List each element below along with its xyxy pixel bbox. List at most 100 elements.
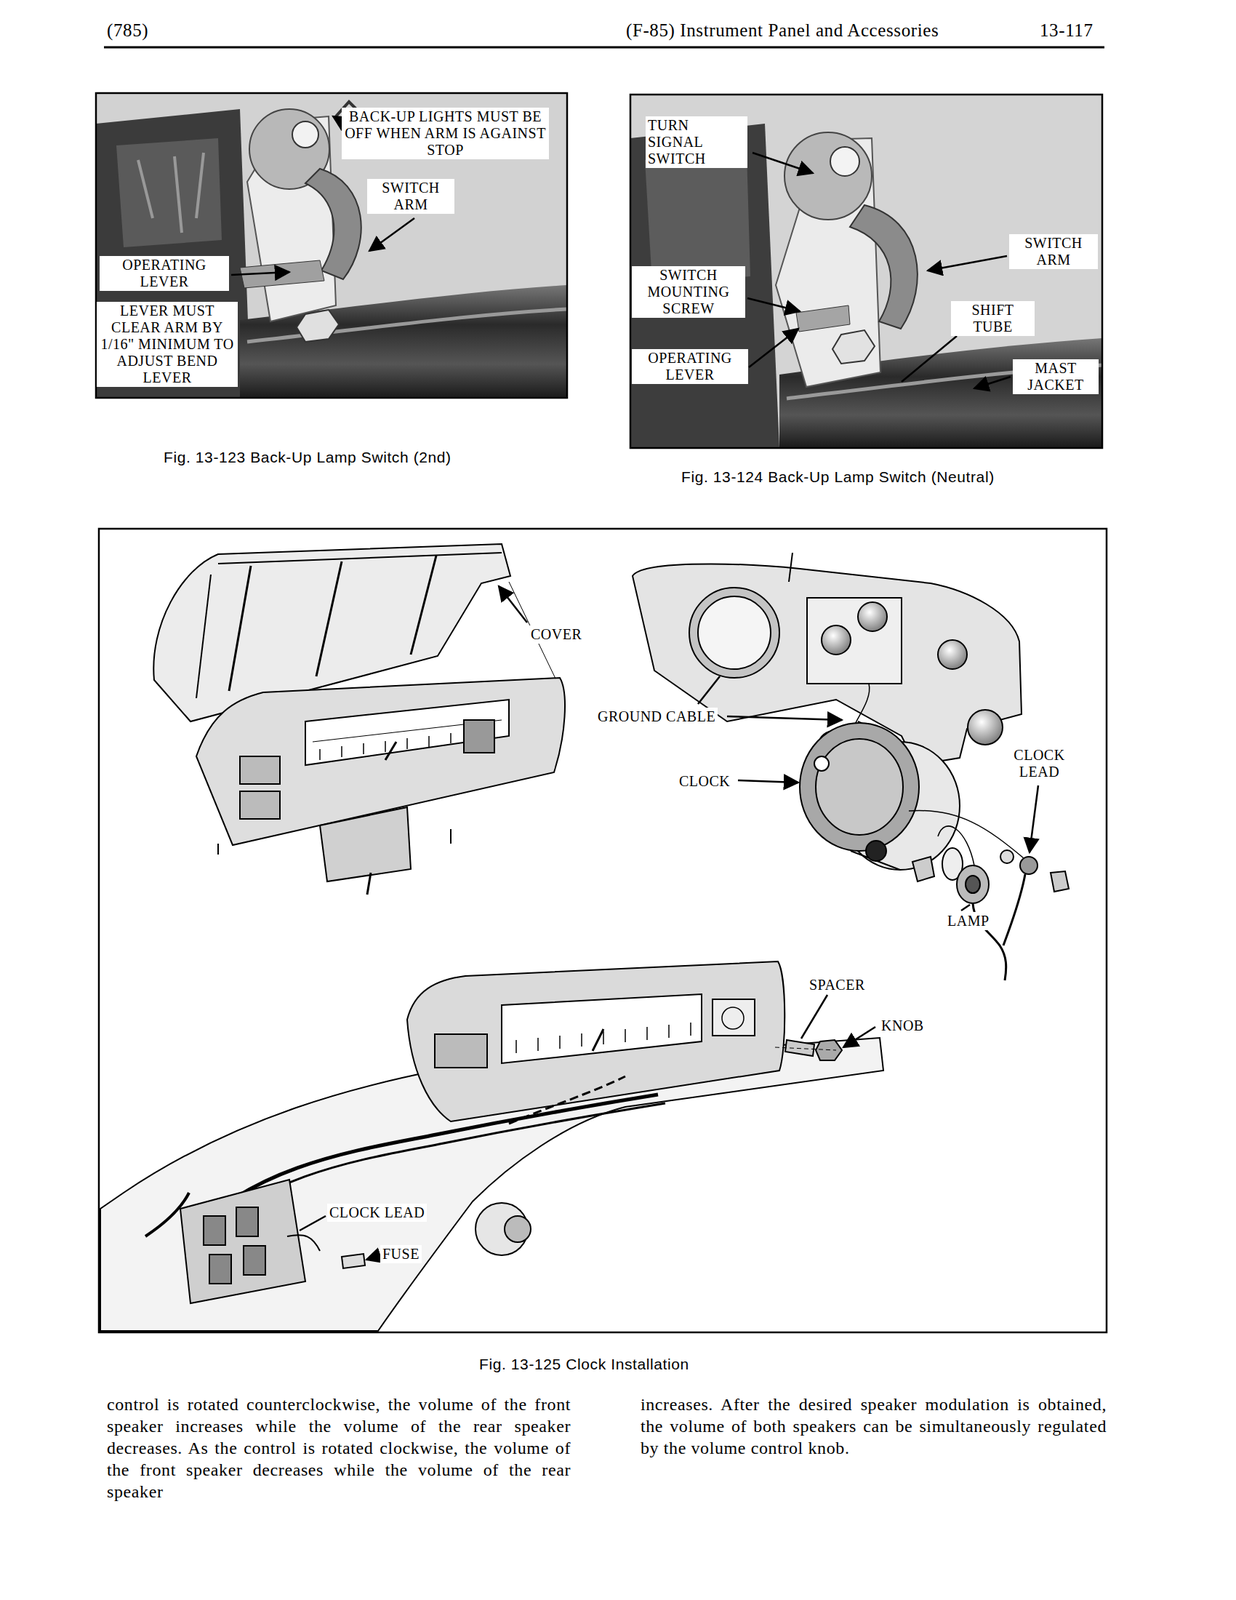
clock-installation-drawing — [624, 1028, 626, 1042]
clock-installation-drawing — [319, 807, 411, 882]
clock-installation-drawing — [515, 1039, 517, 1053]
clock-installation-drawing — [602, 1030, 605, 1045]
clock-installation-drawing — [362, 743, 365, 754]
clock-installation-drawing — [450, 732, 452, 744]
clock-installation-drawing — [1000, 849, 1014, 864]
clock-installation-drawing — [434, 1033, 488, 1068]
clock-installation-drawing — [814, 756, 829, 771]
clock-installation-drawing — [217, 843, 219, 855]
clock-installation-drawing — [406, 737, 408, 749]
body-text: control is rotated counterclockwise, the… — [106, 1393, 571, 1503]
backup-switch-photo — [95, 93, 568, 398]
figure-caption: Fig. 13-123 Back-Up Lamp Switch (2nd) — [163, 448, 452, 467]
leader-line — [747, 152, 1011, 389]
clock-installation-drawing — [854, 683, 870, 726]
backup-switch-photo — [138, 152, 204, 233]
clock-installation-drawing — [956, 865, 989, 904]
backup-switch-photo — [630, 123, 780, 448]
callout-label: BACK-UP LIGHTS MUST BE OFF WHEN ARM IS A… — [341, 107, 549, 160]
clock-installation-drawing — [580, 1033, 583, 1047]
leader-line — [299, 1215, 326, 1231]
clock-installation-drawing — [501, 993, 702, 1063]
callout-label: TURN SIGNAL SWITCH — [645, 116, 748, 168]
clock-installation-drawing — [340, 745, 343, 757]
backup-switch-photo — [796, 305, 850, 332]
leader-line — [231, 271, 290, 275]
callout-label: CLOCK — [676, 772, 733, 791]
clock-installation-drawing — [937, 825, 975, 866]
leader-line — [843, 1026, 876, 1047]
backup-switch-photo — [630, 94, 1103, 448]
page-number: (785) — [106, 20, 149, 41]
callout-label: KNOB — [879, 1016, 927, 1035]
leader-line — [747, 298, 800, 312]
clock-installation-drawing — [865, 840, 887, 861]
clock-installation-drawing — [592, 1028, 604, 1051]
clock-installation-drawing — [319, 748, 321, 760]
clock-installation-drawing — [807, 597, 902, 684]
leader-line — [974, 376, 1011, 389]
backup-switch-photo — [630, 94, 1103, 448]
clock-installation-drawing — [721, 1006, 744, 1029]
clock-installation-drawing — [428, 735, 430, 747]
clock-installation-drawing — [815, 738, 904, 835]
callout-label: SWITCH ARM — [367, 178, 455, 214]
clock-installation-drawing — [203, 1215, 226, 1245]
callout-label: CLOCK LEAD — [327, 1203, 427, 1222]
callout-label: COVER — [528, 625, 584, 644]
clock-installation-drawing — [229, 555, 437, 691]
clock-installation-drawing — [912, 856, 935, 882]
clock-installation-drawing — [145, 1192, 190, 1236]
clock-installation-drawing — [1050, 871, 1069, 892]
backup-switch-photo — [95, 93, 568, 398]
leader-line — [748, 328, 799, 368]
backup-switch-photo — [832, 330, 875, 364]
clock-installation-drawing — [305, 699, 509, 765]
clock-installation-drawing — [180, 1179, 306, 1303]
figure-frame — [98, 528, 1107, 1332]
callout-label: GROUND CABLE — [595, 707, 718, 726]
callout-label: CLOCK LEAD — [997, 745, 1082, 781]
clock-installation-drawing — [689, 1022, 692, 1036]
callout-label: LAMP — [945, 911, 992, 930]
clock-installation-drawing — [385, 741, 397, 760]
clock-installation-drawing — [384, 740, 387, 752]
section-number: 13-117 — [1039, 20, 1094, 41]
callout-label: OPERATING LEVER — [631, 348, 749, 384]
clock-installation-drawing — [243, 1245, 266, 1275]
clock-installation-drawing — [668, 1024, 670, 1038]
callout-label: SPACER — [807, 975, 868, 994]
clock-installation-drawing — [697, 596, 771, 669]
clock-installation-drawing — [239, 791, 280, 819]
clock-installation-drawing — [209, 1254, 232, 1284]
leader-line — [299, 586, 1039, 1260]
page-header: (F-85) Instrument Panel and Accessories — [625, 20, 939, 41]
clock-installation-drawing — [965, 875, 981, 893]
leader-line — [697, 676, 720, 704]
clock-installation-drawing — [196, 574, 211, 698]
clock-installation-drawing — [788, 552, 793, 582]
clock-installation-drawing — [341, 1253, 365, 1268]
clock-installation-drawing — [239, 756, 280, 784]
leader-line — [366, 1255, 379, 1260]
clock-installation-drawing — [100, 543, 1069, 1331]
figure-caption: Fig. 13-125 Clock Installation — [479, 1355, 690, 1373]
clock-installation-drawing — [937, 639, 967, 669]
clock-installation-drawing — [559, 1035, 561, 1049]
callout-label: FUSE — [380, 1244, 422, 1263]
clock-installation-drawing — [218, 552, 502, 564]
callout-label: SHIFT TUBE — [950, 301, 1035, 336]
leader-line — [498, 586, 528, 623]
backup-switch-photo — [644, 152, 751, 284]
leader-line — [901, 335, 957, 382]
leader-line — [801, 994, 828, 1039]
figure-frame — [95, 93, 568, 398]
clock-installation-drawing — [799, 722, 920, 851]
clock-installation-drawing — [287, 1234, 320, 1251]
clock-installation-drawing — [504, 1215, 531, 1242]
backup-switch-photo — [292, 121, 319, 148]
clock-installation-drawing — [516, 1022, 691, 1053]
backup-switch-photo — [849, 205, 918, 329]
leader-line — [727, 716, 842, 720]
callout-label: LEVER MUST CLEAR ARM BY 1/16" MINIMUM TO… — [96, 301, 238, 387]
